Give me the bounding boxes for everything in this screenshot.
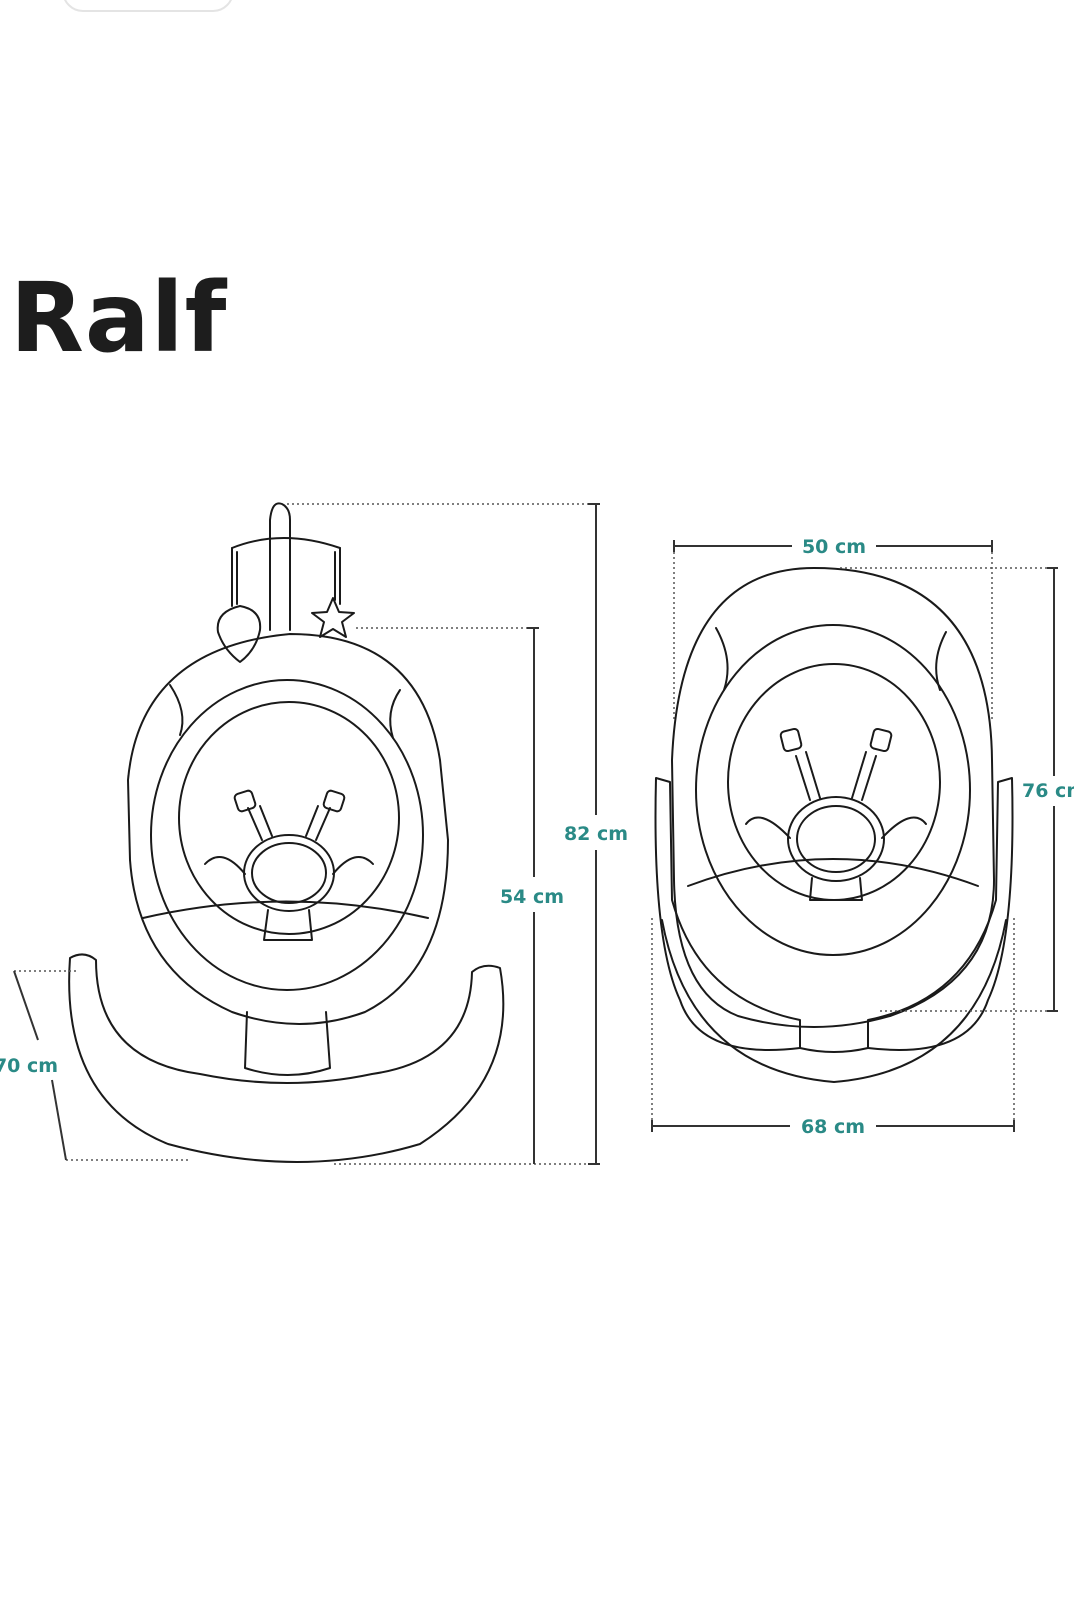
- side-harness: [745, 727, 927, 901]
- star-toy: [311, 597, 355, 638]
- product-title: Ralf: [10, 262, 228, 374]
- seat-shell-2: [671, 567, 995, 1028]
- side-view-drawing: [654, 567, 1014, 1083]
- leaf-toy: [216, 605, 262, 663]
- rocker-base-2: [654, 777, 801, 1051]
- label-54cm: 54 cm: [500, 886, 564, 908]
- dimension-seat-length: 76 cm: [840, 567, 1074, 1012]
- dimension-seat-width: 50 cm: [673, 536, 993, 720]
- rocker-base: [68, 953, 505, 1163]
- seat-shell: [127, 633, 449, 1025]
- front-harness: [204, 789, 374, 941]
- label-68cm: 68 cm: [801, 1116, 865, 1138]
- label-82cm: 82 cm: [564, 823, 628, 845]
- dimension-base-depth: 70 cm: [0, 970, 188, 1161]
- front-view-drawing: [68, 502, 505, 1163]
- dimension-total-height: 82 cm: [287, 503, 628, 1165]
- label-70cm: 70 cm: [0, 1055, 58, 1077]
- dimension-annotations: 82 cm 54 cm 70 cm 50 cm: [0, 503, 1074, 1165]
- dimension-seat-height: 54 cm: [356, 627, 564, 1164]
- toy-bar: [231, 502, 341, 631]
- dimension-base-width: 68 cm: [651, 918, 1015, 1138]
- label-76cm: 76 cm: [1022, 780, 1074, 802]
- label-50cm: 50 cm: [802, 536, 866, 558]
